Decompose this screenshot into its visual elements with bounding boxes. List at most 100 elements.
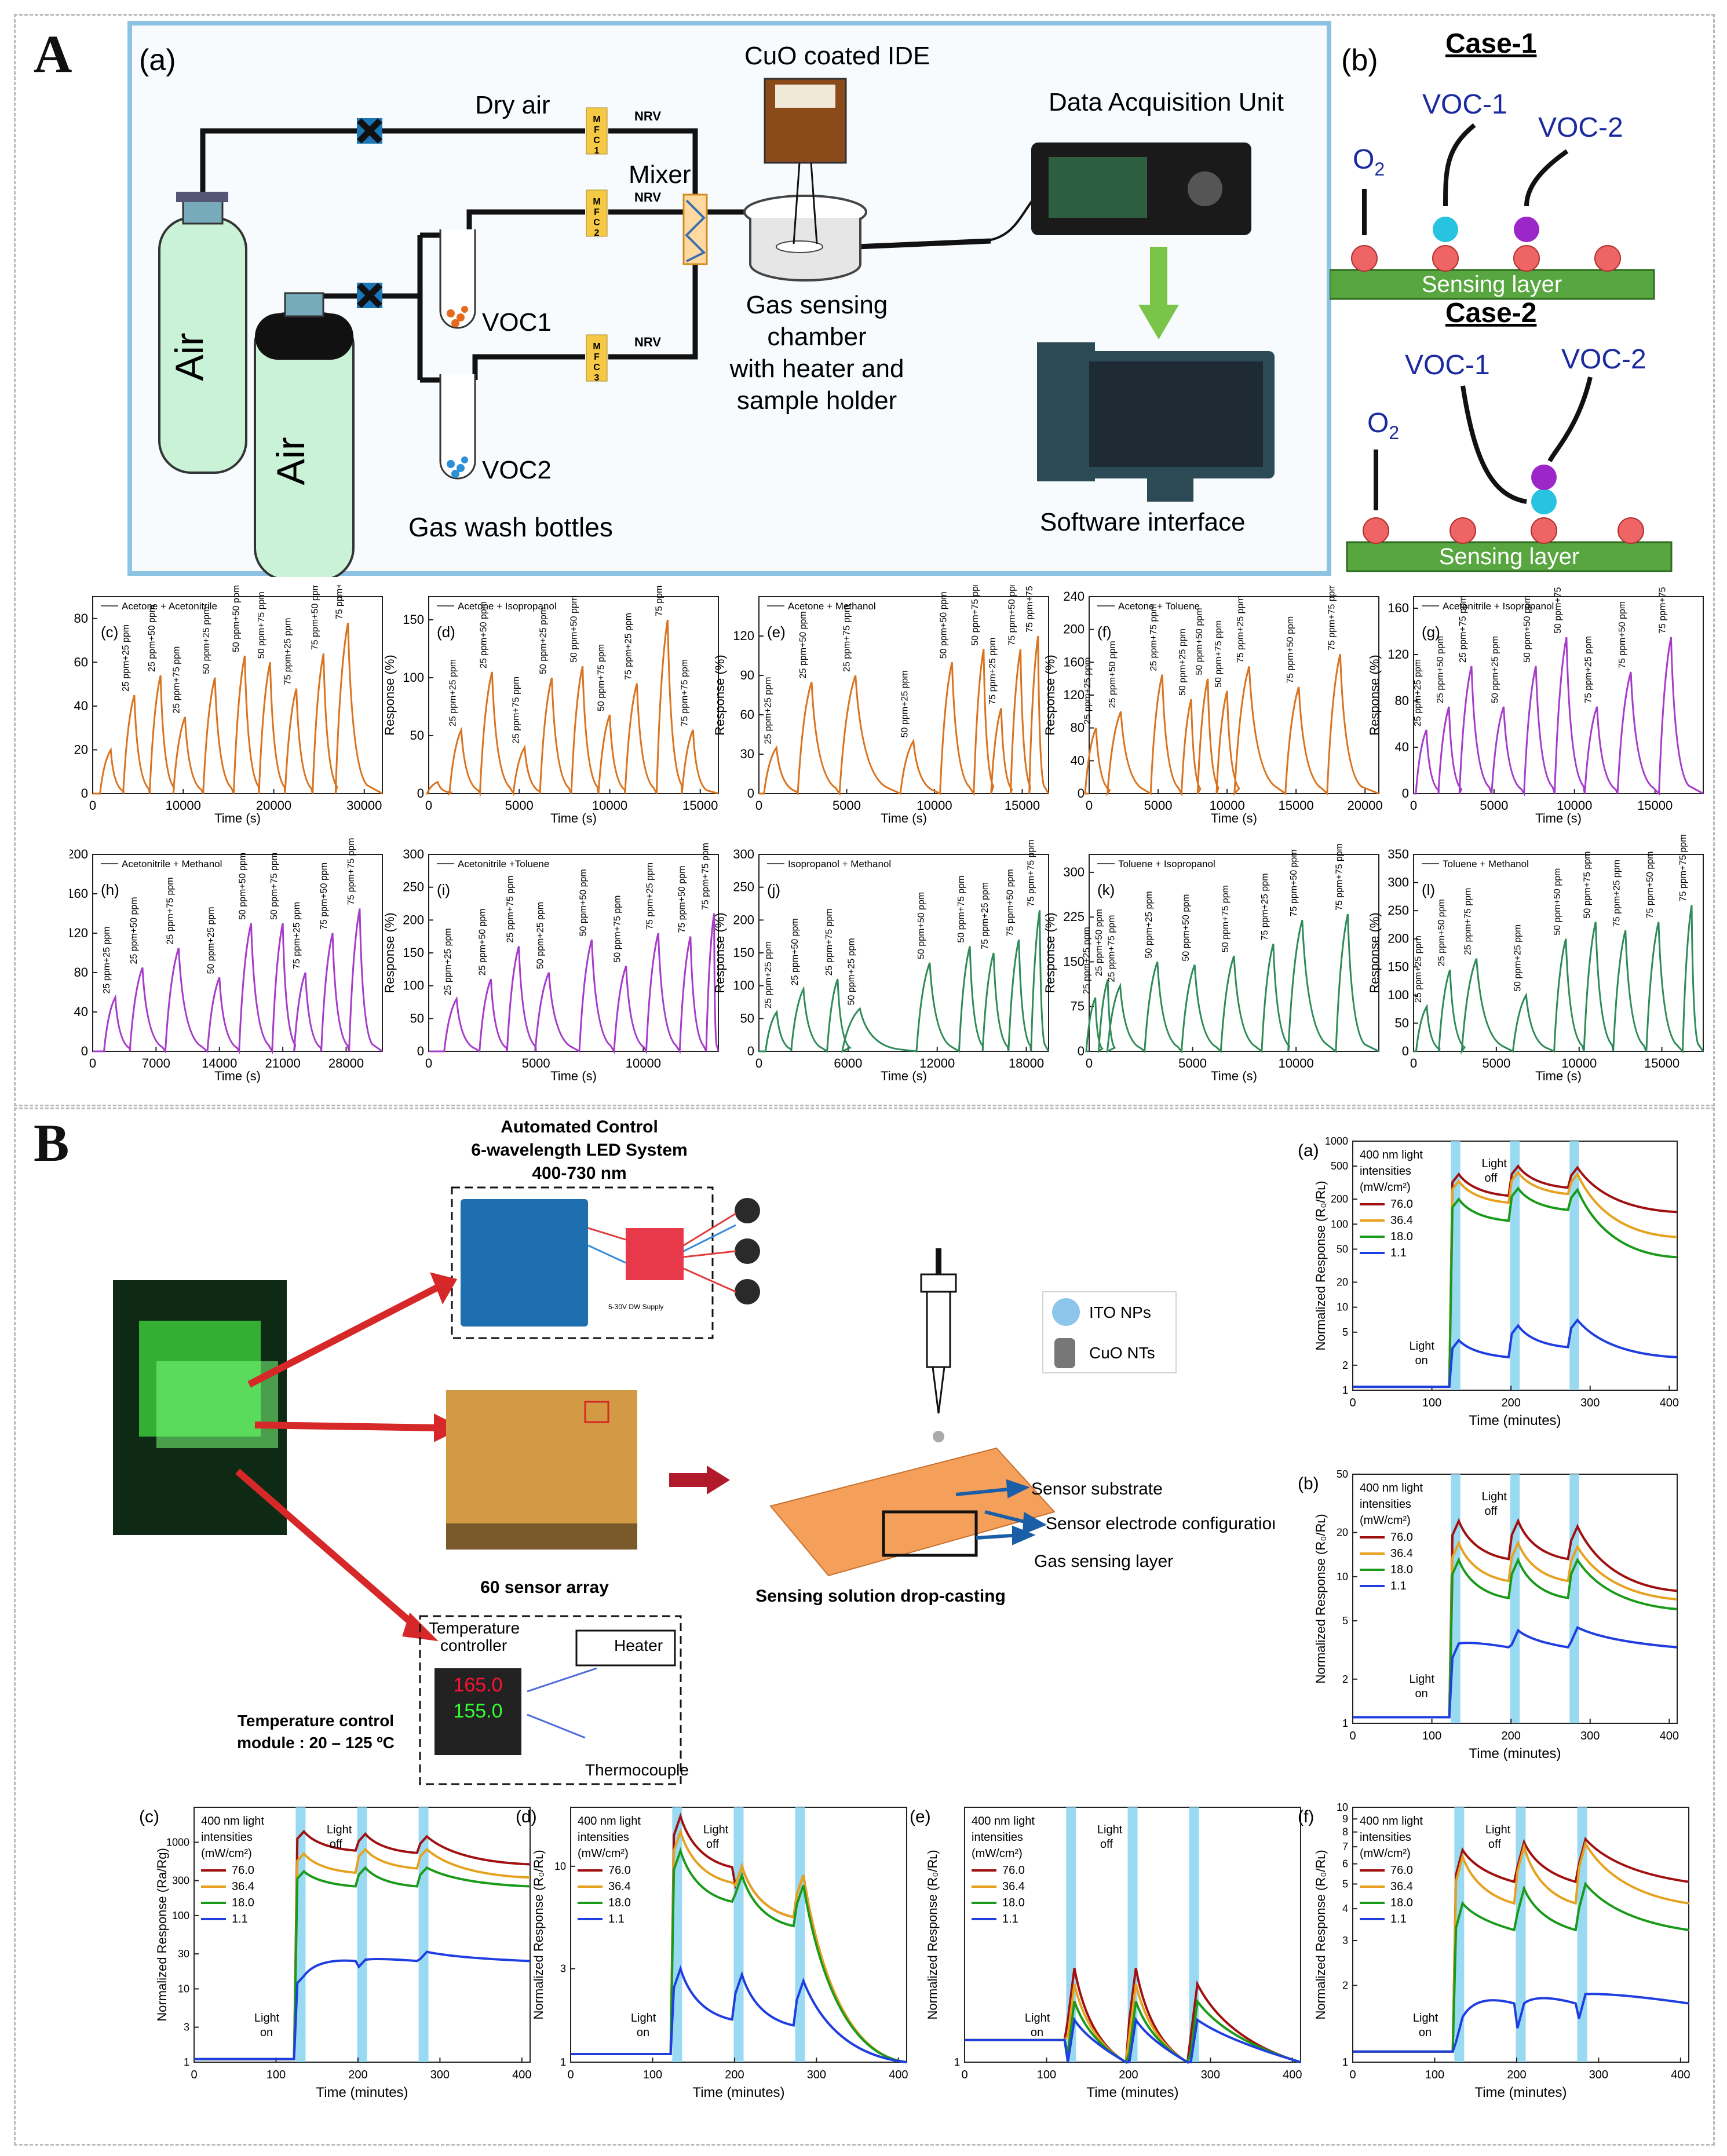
x-tick-label: 6000 <box>834 1056 862 1070</box>
legend-text: Acetone + Toluene <box>1118 601 1200 612</box>
dropcast-label: Sensing solution drop-casting <box>755 1587 1006 1606</box>
x-tick-label: 5000 <box>1144 798 1173 813</box>
temp-module-label-1: Temperature control <box>238 1712 394 1730</box>
pulse-label: 75 ppm+75 ppm <box>1027 839 1036 907</box>
x-tick-label: 15000 <box>1644 1056 1679 1070</box>
y-tick-label: 0 <box>747 1044 754 1058</box>
mfc3-n: 3 <box>594 373 600 383</box>
y-tick-label: 4 <box>1342 1903 1348 1914</box>
x-tick-label: 15000 <box>682 798 718 813</box>
voc2-label-2: VOC-2 <box>1561 344 1646 375</box>
y-axis-label: Response (%) <box>1367 912 1382 993</box>
y-tick-label: 1 <box>954 2056 960 2068</box>
x-axis-label: Time (minutes) <box>1474 2085 1567 2100</box>
y-tick-label: 50 <box>1395 1015 1409 1030</box>
y-tick-label: 75 <box>1071 999 1085 1014</box>
pulse-label: 50 ppm+50 ppm <box>578 869 588 936</box>
mfc2-c: C <box>593 218 600 228</box>
y-tick-label: 160 <box>1388 601 1409 615</box>
x-tick-label: 0 <box>1086 1056 1093 1070</box>
legend-title: intensities <box>1360 1498 1411 1511</box>
x-tick-label: 18000 <box>1009 1056 1044 1070</box>
x-tick-label: 5000 <box>1482 1056 1510 1070</box>
x-tick-label: 5000 <box>1480 798 1508 813</box>
light-on-label: Light <box>1410 1340 1435 1353</box>
x-tick-label: 10000 <box>1210 798 1245 813</box>
legend-title: (mW/cm²) <box>1360 1181 1411 1194</box>
x-axis-label: Time (s) <box>881 1069 927 1083</box>
panel-letter-a: A <box>34 24 72 83</box>
pulse-label: 75 ppm+25 ppm <box>292 902 302 969</box>
pulse-label: 75 ppm+75 ppm <box>346 838 356 905</box>
air-cylinder-icon <box>158 192 355 577</box>
y-tick-label: 5 <box>1342 1615 1348 1627</box>
response-series <box>425 619 719 797</box>
chart-panel-label: (h) <box>101 881 119 898</box>
x-tick-label: 400 <box>889 2069 908 2081</box>
chart-panel-label: (d) <box>437 623 455 641</box>
pulse-label: 75 ppm+75 ppm <box>701 843 711 910</box>
pulse-label: 75 ppm+25 ppm <box>645 863 655 930</box>
y-tick-label: 7 <box>1342 1841 1348 1852</box>
section-a-frame <box>14 14 1715 1106</box>
light-on-label-2: on <box>1031 2026 1043 2039</box>
pulse-label: 25 ppm+25 ppm <box>1083 657 1093 725</box>
x-tick-label: 200 <box>348 2069 367 2081</box>
y-axis-label: Response (%) <box>1367 655 1382 735</box>
pulse-label: 50 ppm+25 ppm <box>206 907 216 974</box>
y-tick-label: 150 <box>1063 954 1085 969</box>
series-1.1 <box>571 1965 907 2063</box>
y-tick-label: 50 <box>740 1011 754 1025</box>
x-axis-label: Time (s) <box>1211 811 1257 825</box>
light-off-label-2: off <box>1485 1505 1498 1518</box>
series-76.0 <box>965 1968 1301 2064</box>
y-tick-label: 30 <box>178 1948 189 1960</box>
case2-title: Case-2 <box>1445 298 1536 328</box>
pulse-label: 25 ppm+25 ppm <box>121 624 131 692</box>
valve-icon <box>357 118 382 308</box>
x-tick-label: 0 <box>1349 1730 1356 1742</box>
temp-controller-label-2: controller <box>440 1636 507 1654</box>
pulse-label: 75 ppm+75 ppm <box>1334 843 1344 911</box>
pulse-label: 75 ppm+25 ppm <box>1260 873 1270 940</box>
y-tick-label: 250 <box>403 880 424 894</box>
series-36.4 <box>1353 1170 1678 1388</box>
light-on-label-2: on <box>1415 1687 1428 1700</box>
legend-entry: 1.1 <box>1002 1913 1018 1925</box>
dry-air-label: Dry air <box>475 91 550 119</box>
y-tick-label: 50 <box>1337 1243 1348 1255</box>
pulse-label: 50 ppm+25 ppm <box>1178 628 1188 696</box>
mfc3-m: M <box>593 342 600 352</box>
mixer-label: Mixer <box>629 160 691 189</box>
light-pulse-band <box>1569 1474 1579 1723</box>
pulse-label: 25 ppm+50 ppm <box>1108 641 1118 708</box>
pulse-label: 25 ppm+25 ppm <box>764 941 773 1008</box>
y-tick-label: 0 <box>1402 1044 1409 1058</box>
nrv-3: NRV <box>634 335 661 349</box>
temp-controller-icon <box>435 1668 521 1755</box>
x-tick-label: 400 <box>512 2069 531 2081</box>
voc2-label: VOC2 <box>482 456 552 484</box>
pulse-label: 25 ppm+75 ppm <box>1149 604 1159 671</box>
pulse-label: 75 ppm+75 ppm <box>1678 834 1688 901</box>
pulse-label: 25 ppm+75 ppm <box>842 605 852 672</box>
y-tick-label: 40 <box>74 1004 88 1019</box>
x-axis-label: Time (s) <box>550 811 597 825</box>
y-tick-label: 0 <box>417 786 424 801</box>
legend-title: (mW/cm²) <box>201 1847 252 1860</box>
chart-panel-label: (b) <box>1298 1474 1319 1493</box>
chamber-label-1: Gas sensing <box>746 291 888 319</box>
x-tick-label: 0 <box>1349 2069 1356 2081</box>
y-tick-label: 0 <box>747 786 754 801</box>
legend-title: 400 nm light <box>972 1815 1035 1828</box>
series-76.0 <box>1353 1518 1678 1719</box>
light-on-label: Light <box>254 2012 280 2025</box>
y-tick-label: 100 <box>1388 988 1409 1002</box>
y-tick-label: 350 <box>1388 847 1409 861</box>
x-axis-label: Time (s) <box>881 811 927 825</box>
pulse-label: 50 ppm+50 ppm <box>1195 608 1204 675</box>
pulse-label: 75 ppm+50 ppm <box>677 866 687 933</box>
cuo-legend: CuO NTs <box>1089 1344 1155 1362</box>
